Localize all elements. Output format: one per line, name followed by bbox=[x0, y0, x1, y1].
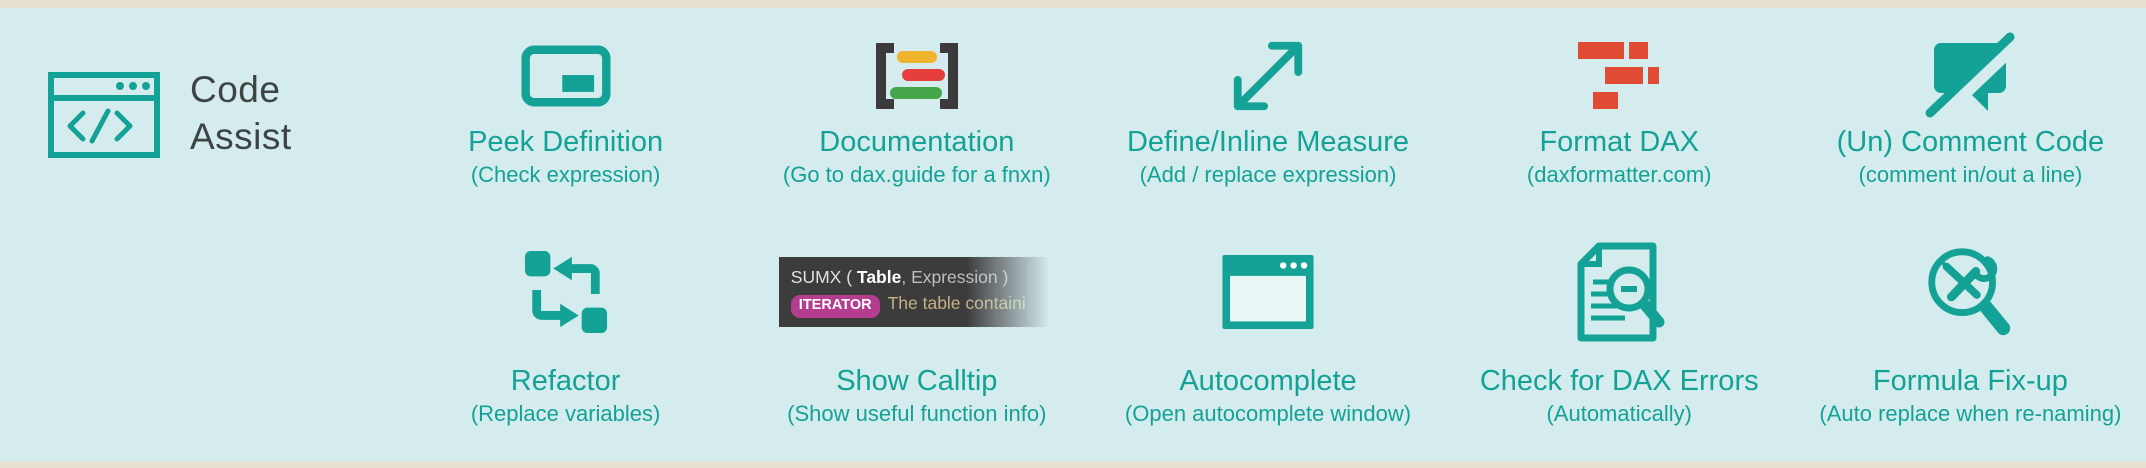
peek-definition-icon bbox=[521, 32, 611, 120]
feature-title: Check for DAX Errors bbox=[1479, 365, 1759, 397]
feature-peek-definition: Peek Definition (Check expression) bbox=[390, 8, 741, 233]
feature-title: Define/Inline Measure bbox=[1126, 126, 1410, 158]
document-search-icon bbox=[1569, 242, 1669, 342]
feature-title: Documentation bbox=[819, 126, 1015, 158]
calltip-function-name: SUMX ( bbox=[790, 267, 853, 288]
feature-title: Formula Fix-up bbox=[1872, 365, 2068, 397]
feature-define-inline-measure: Define/Inline Measure (Add / replace exp… bbox=[1092, 8, 1443, 233]
comment-slash-icon bbox=[1920, 32, 2021, 121]
brand-title-line1: Code bbox=[190, 69, 281, 110]
brand-title: Code Assist bbox=[190, 66, 292, 161]
feature-title: Show Calltip bbox=[836, 365, 998, 397]
brand-title-line2: Assist bbox=[190, 116, 292, 158]
calltip-description: The table containi bbox=[887, 293, 1026, 314]
feature-title: Refactor bbox=[510, 365, 621, 397]
feature-subtitle: (Show useful function info) bbox=[787, 401, 1047, 427]
feature-row-1: Peek Definition (Check expression) Docum… bbox=[390, 8, 2146, 233]
calltip-tooltip: SUMX ( Table, Expression ) ITERATOR The t… bbox=[778, 257, 1055, 327]
feature-documentation: Documentation (Go to dax.guide for a fnx… bbox=[741, 8, 1092, 233]
feature-refactor: Refactor (Replace variables) bbox=[390, 233, 741, 461]
bottom-border-strip bbox=[0, 461, 2146, 468]
feature-subtitle: (Automatically) bbox=[1546, 401, 1692, 427]
calltip-signature-line: SUMX ( Table, Expression ) bbox=[791, 264, 1043, 290]
feature-show-calltip: SUMX ( Table, Expression ) ITERATOR The t… bbox=[741, 233, 1092, 461]
code-assist-header: Code Assist bbox=[48, 69, 292, 161]
calltip-description-line: ITERATOR The table containi bbox=[790, 290, 1043, 318]
feature-subtitle: (Check expression) bbox=[470, 162, 661, 188]
calltip-param-table: Table bbox=[856, 267, 902, 288]
feature-autocomplete: Autocomplete (Open autocomplete window) bbox=[1092, 233, 1443, 461]
feature-format-dax: Format DAX (daxformatter.com) bbox=[1444, 8, 1795, 233]
dax-formatter-blocks-icon bbox=[1578, 32, 1660, 120]
feature-title: Autocomplete bbox=[1179, 365, 1357, 397]
feature-subtitle: (Add / replace expression) bbox=[1139, 162, 1397, 188]
feature-title: Peek Definition bbox=[468, 126, 664, 158]
feature-subtitle: (Open autocomplete window) bbox=[1124, 401, 1412, 427]
feature-subtitle: (Go to dax.guide for a fnxn) bbox=[782, 162, 1051, 188]
feature-subtitle: (Auto replace when re-naming) bbox=[1819, 401, 2122, 427]
feature-row-2: Refactor (Replace variables) SUMX ( Tabl… bbox=[390, 233, 2146, 461]
calltip-params-rest: , Expression ) bbox=[901, 267, 1009, 288]
feature-check-dax-errors: Check for DAX Errors (Automatically) bbox=[1444, 233, 1795, 461]
feature-subtitle: (Replace variables) bbox=[470, 401, 661, 427]
iterator-badge: ITERATOR bbox=[790, 295, 880, 318]
calltip-preview: SUMX ( Table, Expression ) ITERATOR The t… bbox=[778, 243, 1055, 341]
feature-formula-fix-up: Formula Fix-up (Auto replace when re-nam… bbox=[1795, 233, 2146, 461]
diagonal-resize-arrow-icon bbox=[1227, 32, 1309, 120]
feature-subtitle: (daxformatter.com) bbox=[1526, 162, 1712, 188]
feature-un-comment-code: (Un) Comment Code (comment in/out a line… bbox=[1795, 8, 2146, 233]
feature-subtitle: (comment in/out a line) bbox=[1858, 162, 2083, 188]
documentation-icon bbox=[871, 32, 963, 120]
feature-title: (Un) Comment Code bbox=[1836, 126, 2105, 158]
feature-grid: Peek Definition (Check expression) Docum… bbox=[390, 8, 2146, 461]
refactor-swap-icon bbox=[523, 243, 609, 341]
feature-title: Format DAX bbox=[1539, 126, 1699, 158]
window-icon bbox=[1222, 243, 1314, 341]
code-window-icon bbox=[48, 72, 160, 158]
top-border-strip bbox=[0, 0, 2146, 8]
magnifier-tools-icon bbox=[1921, 243, 2019, 341]
